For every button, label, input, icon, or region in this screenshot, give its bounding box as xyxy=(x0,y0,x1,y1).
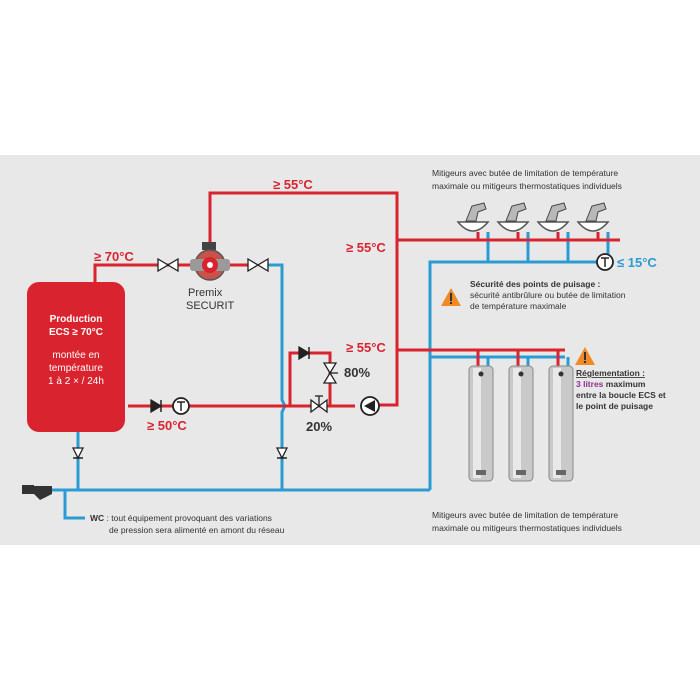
tank-title-line2: ECS ≥ 70°C xyxy=(49,327,103,338)
bottom-note-line2: maximale ou mitigeurs thermostatiques in… xyxy=(432,523,622,533)
tank-text-line2: température xyxy=(49,363,103,374)
valve-20-label: 20% xyxy=(306,419,332,434)
reglementation-highlight: 3 litres xyxy=(576,379,604,389)
non-return-valve-icon xyxy=(150,398,163,414)
shower-column-icon xyxy=(548,365,574,482)
bottom-note-line1: Mitigeurs avec butée de limitation de te… xyxy=(432,510,618,520)
valve-80-label: 80% xyxy=(344,365,370,380)
valve-20-icon xyxy=(310,395,328,414)
production-tank: Production ECS ≥ 70°C montée en températ… xyxy=(27,282,125,432)
wc-line1-text: : tout équipement provoquant des variati… xyxy=(104,513,272,523)
cold-temp-label: ≤ 15°C xyxy=(617,255,657,270)
securite-title: Sécurité des points de puisage : xyxy=(470,279,601,289)
tap-basin-icon xyxy=(456,202,490,232)
valve-icon xyxy=(247,257,269,273)
securite-line1: sécurité antibrûlure ou butée de limitat… xyxy=(470,290,626,300)
tank-title-line1: Production xyxy=(50,314,103,325)
tank-text-line1: montée en xyxy=(52,350,99,361)
tap-basin-icon xyxy=(496,202,530,232)
hot-lower-temp-label: ≥ 55°C xyxy=(346,340,386,355)
tap-basin-icon xyxy=(536,202,570,232)
wc-icon xyxy=(22,485,52,500)
tap-basin-icon xyxy=(576,202,610,232)
valve-icon xyxy=(157,257,179,273)
shower-column-icon xyxy=(468,365,494,482)
warning-icon xyxy=(441,288,461,306)
valve-80-icon xyxy=(322,362,338,384)
non-return-valve-icon xyxy=(71,447,85,460)
top-note-line2: maximale ou mitigeurs thermostatiques in… xyxy=(432,181,622,191)
securite-line2: de température maximale xyxy=(470,301,567,311)
mixing-valve-icon xyxy=(190,242,230,281)
wc-note-line2: de pression sera alimenté en amont du ré… xyxy=(109,525,285,535)
premix-label-line1: Premix xyxy=(188,287,223,299)
warning-icon xyxy=(575,347,595,365)
wc-label: WC xyxy=(90,513,104,523)
top-note-line1: Mitigeurs avec butée de limitation de te… xyxy=(432,168,618,178)
non-return-valve-icon xyxy=(275,447,289,460)
hot-top-temp-label: ≥ 55°C xyxy=(273,177,313,192)
pump-icon xyxy=(360,396,380,416)
hot-upper-temp-label: ≥ 55°C xyxy=(346,240,386,255)
thermometer-icon xyxy=(596,253,614,271)
reglementation-line1: 3 litres maximum xyxy=(576,379,646,389)
return-temp-label: ≥ 50°C xyxy=(147,418,187,433)
wc-note-line1: WC : tout équipement provoquant des vari… xyxy=(90,513,272,523)
tank-text-line3: 1 à 2 × / 24h xyxy=(48,376,104,387)
hot-outlet-temp-label: ≥ 70°C xyxy=(94,249,134,264)
reglementation-title: Réglementation : xyxy=(576,368,645,378)
premix-label-line2: SECURIT xyxy=(186,300,235,312)
reglementation-line1-rest: maximum xyxy=(603,379,645,389)
reglementation-line3: le point de puisage xyxy=(576,401,653,411)
shower-column-icon xyxy=(508,365,534,482)
thermometer-icon xyxy=(172,397,190,415)
reglementation-line2: entre la boucle ECS et xyxy=(576,390,666,400)
non-return-valve-icon xyxy=(298,345,311,361)
